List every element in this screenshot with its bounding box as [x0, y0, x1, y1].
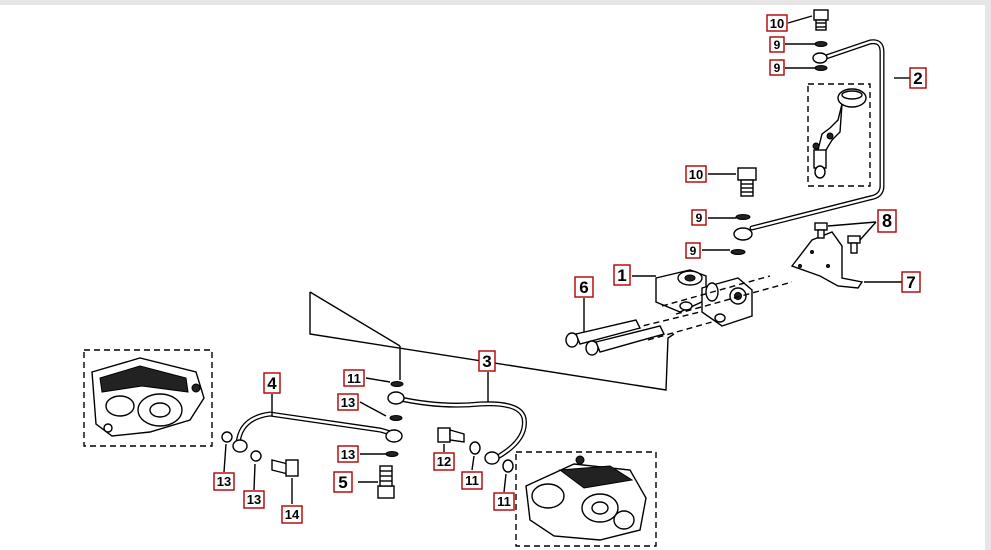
- label-9-middle-1: 9: [691, 209, 707, 226]
- right-border: [985, 0, 991, 550]
- svg-text:8: 8: [882, 211, 892, 231]
- banjo-center-upper: [387, 391, 405, 405]
- svg-text:9: 9: [774, 61, 781, 75]
- label-9-top-1: 9: [769, 36, 785, 53]
- svg-text:3: 3: [482, 352, 491, 371]
- svg-text:9: 9: [696, 211, 703, 225]
- label-7: 7: [901, 271, 921, 293]
- washer-center-1: [390, 381, 404, 387]
- svg-text:10: 10: [770, 16, 784, 31]
- washer-left-2: [250, 450, 262, 462]
- banjo-bolt-center: [377, 465, 395, 499]
- label-9-middle-2: 9: [685, 242, 701, 259]
- banjo-bolt-left: [271, 459, 299, 477]
- leader-lines: [223, 15, 910, 504]
- label-13-center-1: 13: [337, 393, 359, 411]
- svg-text:14: 14: [285, 507, 300, 522]
- banjo-bolt-middle: [737, 167, 757, 197]
- svg-text:7: 7: [906, 273, 915, 292]
- master-cylinder-inset: [807, 83, 871, 187]
- svg-text:13: 13: [341, 395, 355, 410]
- banjo-left: [232, 439, 248, 453]
- banjo-center-lower: [385, 429, 403, 443]
- brake-hose-left: [235, 411, 397, 447]
- label-11-center: 11: [343, 369, 365, 387]
- svg-text:13: 13: [247, 492, 261, 507]
- svg-text:13: 13: [341, 447, 355, 462]
- label-14: 14: [281, 505, 303, 524]
- label-10-middle: 10: [685, 165, 707, 183]
- banjo-bolt-right: [437, 427, 465, 443]
- label-10-top: 10: [766, 14, 788, 32]
- svg-text:11: 11: [347, 371, 361, 386]
- svg-text:4: 4: [267, 374, 277, 393]
- assembly-line-2: [675, 281, 793, 315]
- top-border: [0, 0, 991, 5]
- svg-text:5: 5: [338, 473, 347, 492]
- label-3: 3: [478, 350, 496, 372]
- label-8: 8: [877, 209, 897, 233]
- washer-center-3: [385, 451, 399, 457]
- label-12: 12: [433, 452, 455, 471]
- svg-text:11: 11: [465, 473, 479, 488]
- assembly-line-1: [661, 275, 771, 307]
- washer-center-2: [389, 415, 403, 421]
- banjo-fitting-middle: [733, 227, 753, 241]
- washer-right-1: [469, 441, 481, 455]
- washer-middle-1: [735, 214, 751, 220]
- washer-top-2: [814, 65, 828, 71]
- label-13-left-2: 13: [243, 490, 265, 509]
- right-caliper-inset: [515, 451, 657, 547]
- outline-frame: [309, 292, 675, 391]
- washer-top-1: [814, 41, 828, 47]
- outline-frame-diag: [309, 291, 401, 347]
- mounting-bolt-long-2: [585, 325, 666, 356]
- bracket-bolt-1: [814, 222, 828, 239]
- assembly-line-3: [633, 311, 701, 329]
- label-6: 6: [574, 276, 594, 298]
- bracket-bolt-2: [847, 235, 861, 254]
- svg-text:11: 11: [497, 494, 511, 509]
- mounting-bolt-long-1: [565, 319, 642, 348]
- label-2: 2: [909, 67, 927, 89]
- banjo-fitting-top: [812, 52, 828, 64]
- label-13-center-2: 13: [337, 445, 359, 463]
- svg-text:9: 9: [774, 38, 781, 52]
- svg-text:13: 13: [217, 474, 231, 489]
- svg-text:9: 9: [690, 244, 697, 258]
- label-5: 5: [333, 471, 353, 493]
- label-1: 1: [613, 264, 631, 286]
- label-9-top-2: 9: [769, 59, 785, 76]
- svg-text:6: 6: [579, 278, 588, 297]
- banjo-bolt-top: [813, 9, 829, 31]
- svg-text:2: 2: [913, 69, 922, 88]
- label-11-right-1: 11: [461, 471, 483, 490]
- brake-distributor: [655, 269, 753, 327]
- assembly-line-4: [647, 321, 713, 341]
- washer-left-1: [221, 431, 233, 443]
- brake-pipe-upper: [749, 39, 885, 231]
- washer-right-2: [502, 459, 514, 473]
- washer-middle-2: [730, 249, 746, 255]
- banjo-right: [484, 451, 500, 465]
- label-11-right-2: 11: [493, 492, 515, 511]
- svg-text:12: 12: [437, 454, 451, 469]
- left-caliper-inset: [83, 349, 213, 447]
- label-13-left-1: 13: [213, 472, 235, 491]
- label-4: 4: [263, 372, 281, 394]
- svg-text:10: 10: [689, 167, 703, 182]
- svg-text:1: 1: [617, 266, 626, 285]
- brake-hose-right: [393, 395, 527, 461]
